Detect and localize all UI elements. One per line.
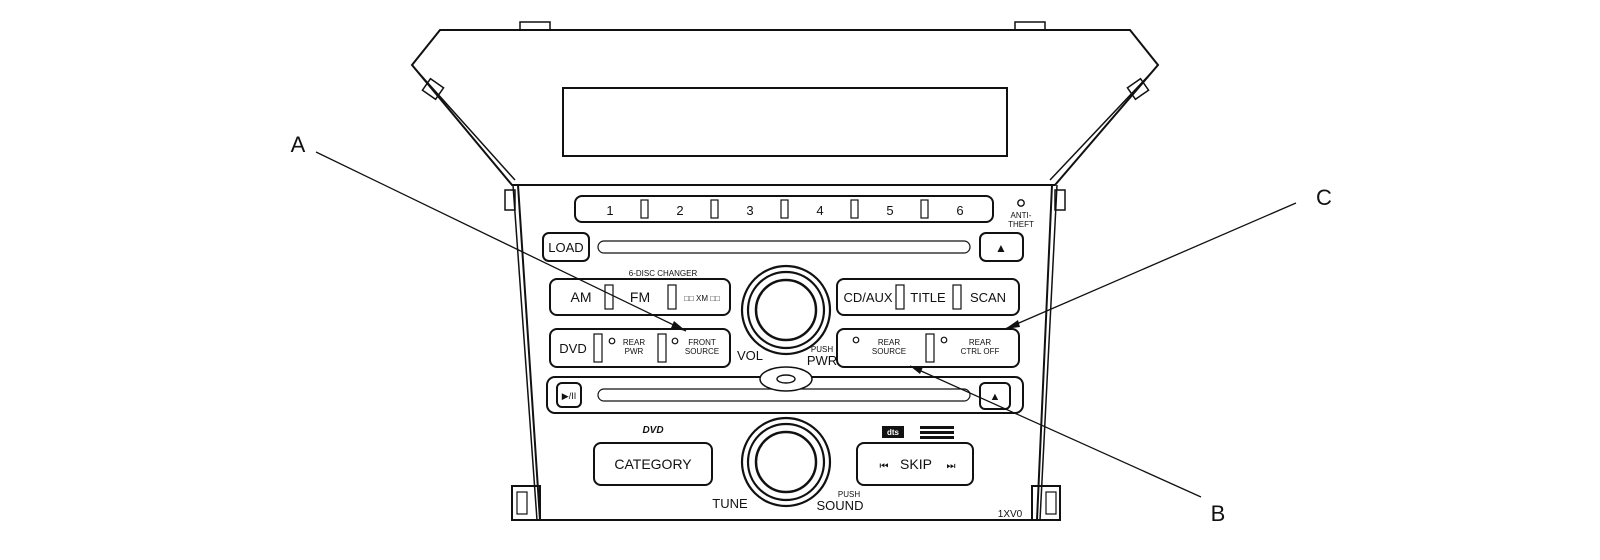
part-code: 1XV0 xyxy=(998,509,1023,520)
display-screen xyxy=(562,87,1008,157)
dvd-logo: DVD xyxy=(642,425,663,436)
xm-button[interactable]: □□ XM □□ xyxy=(684,294,720,303)
title-button[interactable]: TITLE xyxy=(910,290,946,305)
disc-slot-lower-row: ▶/II ▲ xyxy=(546,366,1024,414)
front-source-label-1[interactable]: FRONT xyxy=(688,338,716,347)
skip-next-icon: ⏭ xyxy=(947,461,956,472)
callout-a: A xyxy=(291,132,306,157)
preset-divider xyxy=(640,199,649,219)
band-button-group: AM FM □□ XM □□ xyxy=(549,278,731,316)
category-button-label: CATEGORY xyxy=(614,456,692,472)
disc-changer-slot xyxy=(597,240,971,254)
arrowhead-c xyxy=(1005,320,1020,329)
dts-logo: dts xyxy=(882,426,954,439)
skip-button[interactable] xyxy=(856,442,974,486)
push-sound-label-2: SOUND xyxy=(817,498,864,513)
push-pwr-label-2: PWR xyxy=(807,353,837,368)
leader-line-a xyxy=(315,151,687,332)
anti-theft-label-2: THEFT xyxy=(1008,220,1034,229)
anti-theft-led xyxy=(1017,199,1025,207)
fm-button[interactable]: FM xyxy=(630,289,650,305)
rear-source-label-1[interactable]: REAR xyxy=(878,338,900,347)
rear-source-led xyxy=(852,336,860,344)
leader-line-b xyxy=(909,365,1202,498)
arrowhead-b xyxy=(910,366,923,374)
leader-line-c xyxy=(1004,202,1297,330)
face-plate xyxy=(504,184,1066,521)
source-button-group: DVD REAR PWR FRONT SOURCE xyxy=(549,328,731,368)
scan-button[interactable]: SCAN xyxy=(970,290,1006,305)
play-pause-button[interactable] xyxy=(556,382,582,408)
eject-button-upper[interactable] xyxy=(979,232,1024,262)
skip-button-label: SKIP xyxy=(900,456,932,472)
play-pause-label: ▶/II xyxy=(562,391,576,401)
eject-button-lower[interactable] xyxy=(979,382,1011,410)
vol-label: VOL xyxy=(737,348,763,363)
dts-logo-text: dts xyxy=(887,428,900,437)
cdaux-button[interactable]: CD/AUX xyxy=(843,290,892,305)
am-button[interactable]: AM xyxy=(571,289,592,305)
volume-knob[interactable] xyxy=(740,264,832,356)
preset-button-4[interactable]: 4 xyxy=(816,203,823,218)
preset-button-5[interactable]: 5 xyxy=(886,203,893,218)
callout-c: C xyxy=(1316,185,1332,210)
rear-source-label-2[interactable]: SOURCE xyxy=(872,347,906,356)
callout-b: B xyxy=(1211,501,1226,526)
dvd-button[interactable]: DVD xyxy=(559,341,586,356)
preset-divider xyxy=(780,199,789,219)
rear-pwr-led xyxy=(608,337,616,345)
tune-knob[interactable] xyxy=(740,416,832,508)
media-button-group: CD/AUX TITLE SCAN xyxy=(836,278,1020,316)
anti-theft-indicator: ANTI- THEFT xyxy=(1008,199,1034,229)
preset-bar: 1 2 3 4 5 6 xyxy=(574,195,994,223)
rear-pwr-label-1[interactable]: REAR xyxy=(623,338,645,347)
rear-ctrl-label-1[interactable]: REAR xyxy=(969,338,991,347)
rear-button-group: REAR SOURCE REAR CTRL OFF xyxy=(836,328,1020,368)
arrowhead-a xyxy=(671,321,686,331)
preset-divider xyxy=(920,199,929,219)
rear-ctrl-label-2[interactable]: CTRL OFF xyxy=(961,347,1000,356)
skip-prev-icon: ⏮ xyxy=(880,461,889,472)
category-button[interactable] xyxy=(593,442,713,486)
preset-button-2[interactable]: 2 xyxy=(676,203,683,218)
top-bezel xyxy=(410,21,1160,186)
preset-button-1[interactable]: 1 xyxy=(606,203,613,218)
front-source-label-2[interactable]: SOURCE xyxy=(685,347,719,356)
rear-pwr-label-2[interactable]: PWR xyxy=(625,347,644,356)
load-button[interactable] xyxy=(542,232,590,262)
preset-button-3[interactable]: 3 xyxy=(746,203,753,218)
load-button-label: LOAD xyxy=(548,240,583,255)
front-source-led xyxy=(671,337,679,345)
rear-ctrl-led xyxy=(940,336,948,344)
eject-icon-lower: ▲ xyxy=(990,391,1001,403)
anti-theft-label-1: ANTI- xyxy=(1011,211,1032,220)
changer-label: 6-DISC CHANGER xyxy=(629,269,698,278)
preset-button-6[interactable]: 6 xyxy=(956,203,963,218)
tune-label: TUNE xyxy=(712,496,748,511)
disc-slot-upper-row: LOAD ▲ xyxy=(542,232,1024,262)
push-pwr-label-1: PUSH xyxy=(811,345,833,354)
eject-icon: ▲ xyxy=(995,241,1007,255)
preset-divider xyxy=(850,199,859,219)
callout-leaders xyxy=(315,151,1297,498)
preset-divider xyxy=(710,199,719,219)
push-sound-label-1: PUSH xyxy=(838,490,860,499)
